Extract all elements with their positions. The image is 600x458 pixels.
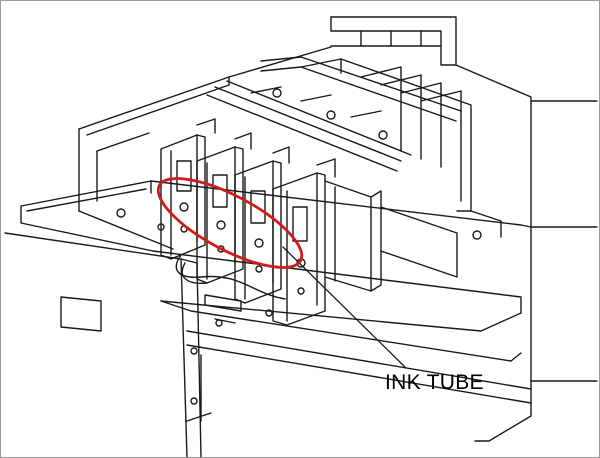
ink-tubes [175,254,286,327]
base-plate [20,180,532,362]
carriage-rail [206,56,462,172]
print-head-block-4 [272,158,336,326]
chassis-housing [330,16,598,442]
ink-tube-callout-label: INK TUBE [385,371,484,394]
front-panel [4,232,532,457]
callout-leader-line [282,246,406,368]
ink-tube-highlight-ellipse [156,177,304,269]
ink-cartridge-slots [300,58,502,238]
head-bracket [324,180,458,292]
